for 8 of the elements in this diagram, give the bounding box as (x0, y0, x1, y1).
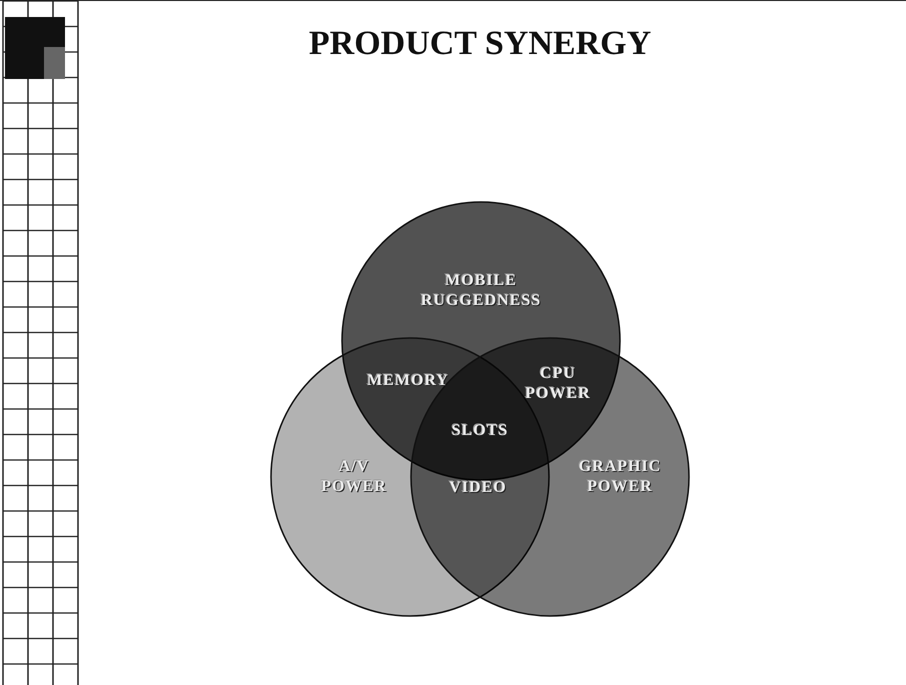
circle-label: GRAPHIC POWER (578, 457, 662, 497)
overlap-label: SLOTS (450, 421, 510, 441)
title: PRODUCT SYNERGY (308, 25, 652, 63)
circle-label: A/V POWER (320, 457, 388, 497)
overlap-label: CPU POWER (524, 364, 592, 404)
overlap-label: MEMORY (366, 371, 450, 391)
circle-label: MOBILE RUGGEDNESS (420, 270, 542, 311)
overlap-label: VIDEO (448, 478, 508, 498)
